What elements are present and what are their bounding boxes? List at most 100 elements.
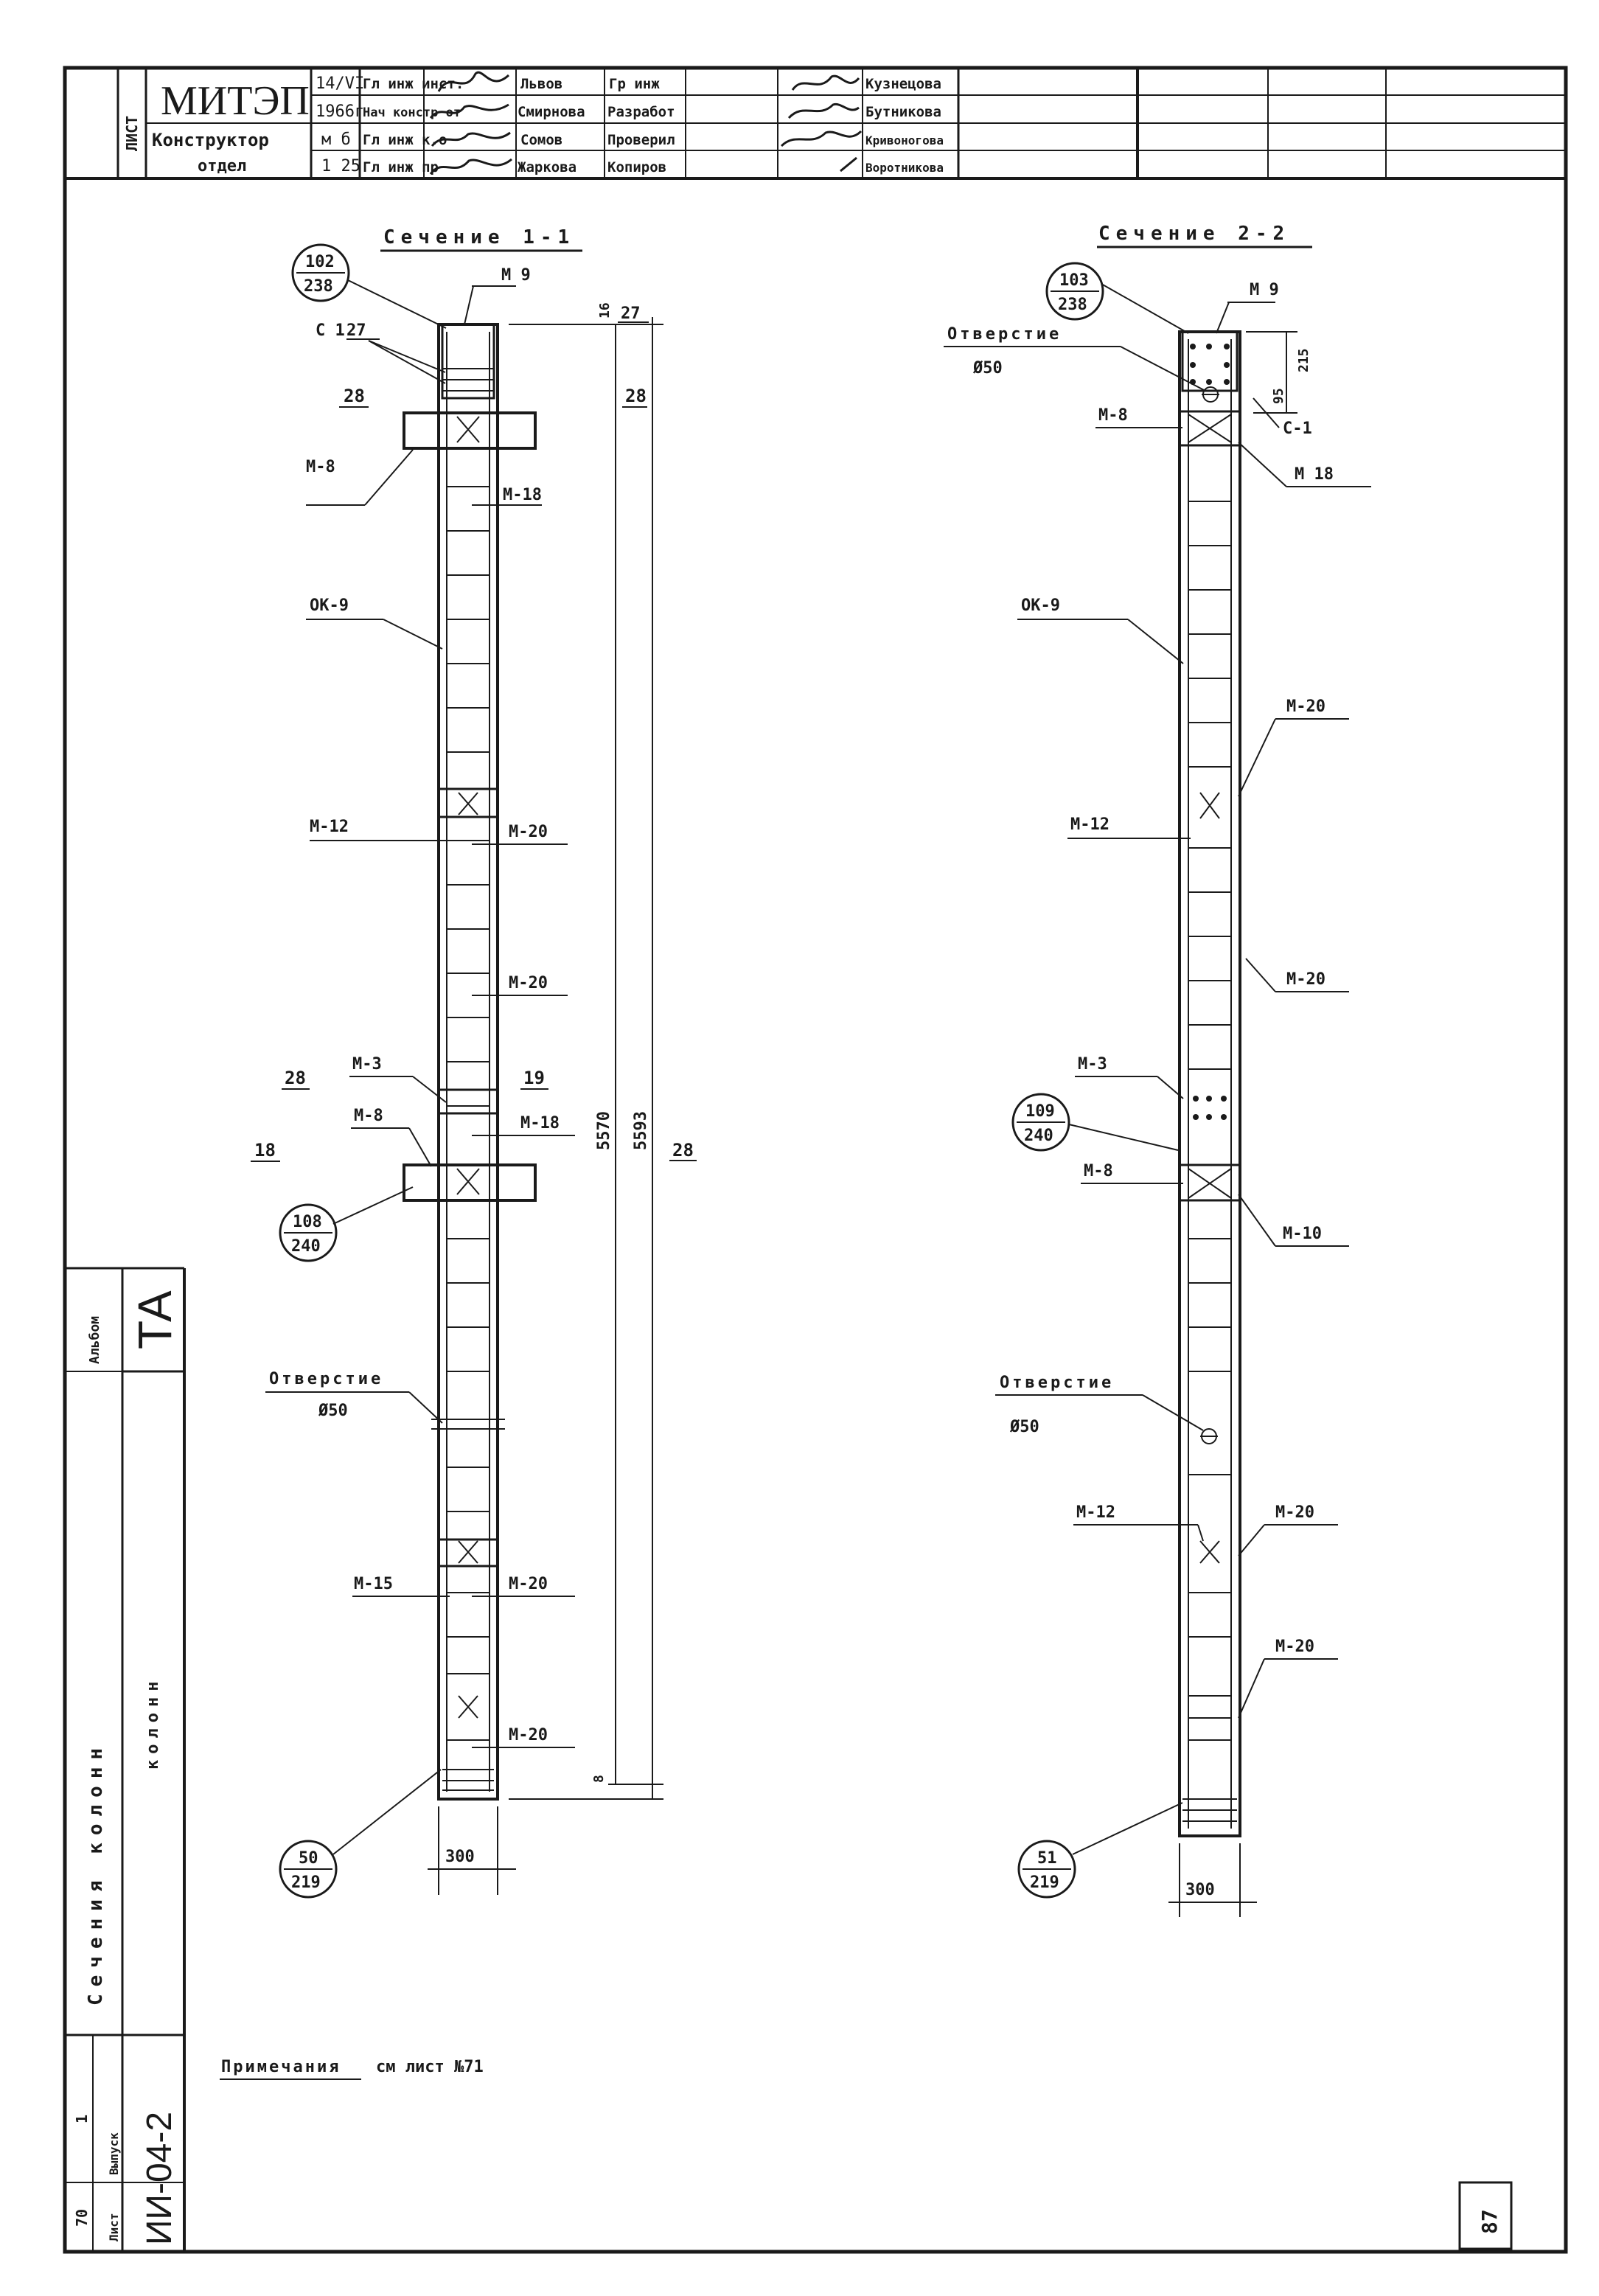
stirrups-2 [1188, 501, 1231, 1741]
s2-label-m12-b: М-12 [1076, 1503, 1115, 1522]
s2-label-m18: М 18 [1295, 465, 1334, 484]
label-s1: С 1 [316, 321, 345, 340]
doc-code: ИИ-04-2 [140, 2112, 179, 2245]
side-text2: колонн [144, 1676, 162, 1770]
org-name: МИТЭП [161, 78, 310, 124]
svg-text:109: 109 [1025, 1102, 1055, 1121]
section-2-2: Сечение 2-2 [944, 223, 1371, 1917]
role2-row3: Проверил [607, 132, 675, 148]
role-row4: Гл инж пр [363, 159, 439, 175]
title-side-label: ЛИСТ [123, 116, 141, 151]
callout-51-219: 51 219 [1017, 1802, 1183, 1899]
label-18: 18 [254, 1140, 276, 1161]
dim-8: 8 [591, 1775, 607, 1783]
label-m8-mid: М-8 [354, 1107, 383, 1125]
name-row2: Смирнова [518, 104, 585, 120]
svg-text:102: 102 [305, 253, 335, 271]
dim-16: 16 [597, 302, 613, 319]
label-m8-top: М-8 [306, 458, 335, 476]
svg-text:219: 219 [291, 1874, 321, 1892]
s2-label-m8-top: М-8 [1098, 406, 1128, 425]
s2-label-m3: М-3 [1078, 1055, 1107, 1074]
label-m15: М-15 [354, 1575, 393, 1593]
s2-label-m20-b: М-20 [1286, 970, 1325, 989]
svg-text:50: 50 [299, 1849, 318, 1868]
s2-label-m20-a: М-20 [1286, 698, 1325, 716]
name2-row2: Бутникова [865, 104, 941, 120]
svg-text:240: 240 [291, 1237, 321, 1256]
dim-28-right-top: 28 [625, 386, 647, 406]
dim-27: 27 [621, 305, 641, 323]
label-m18-mid: М-18 [520, 1114, 560, 1133]
dim-28-left-mid: 28 [285, 1068, 306, 1088]
dim-28-right-mid: 28 [672, 1140, 694, 1161]
console-top [403, 411, 537, 450]
label-27-left: 27 [346, 321, 366, 340]
album-label: Альбом [87, 1316, 102, 1364]
dim-95: 95 [1271, 388, 1286, 404]
svg-text:238: 238 [304, 277, 333, 296]
sheet-label: Лист [107, 2213, 121, 2241]
signatures [429, 71, 863, 175]
name2-row1: Кузнецова [865, 76, 941, 92]
dept-line2: отдел [198, 157, 246, 175]
sheet-border [63, 66, 1568, 2254]
label-19: 19 [523, 1068, 545, 1088]
side-text1: Сечения колонн [85, 1741, 107, 2005]
s2-label-ok9: ОК-9 [1021, 596, 1060, 615]
role-row2: Нач констр от [363, 105, 461, 120]
title-block: ЛИСТ МИТЭП Конструктор отдел 14/VI 1966г… [63, 66, 1566, 180]
label-m12: М-12 [310, 818, 349, 836]
dim-215: 215 [1296, 348, 1311, 372]
note-label: Примечания [221, 2058, 341, 2076]
label-hole-d: Ø50 [318, 1402, 348, 1420]
s2-label-m9: М 9 [1250, 281, 1279, 299]
name2-row4: Воротникова [865, 161, 944, 175]
date2: 1966г [316, 102, 364, 121]
label-m20-b: М-20 [509, 974, 548, 992]
s2-label-s1: С-1 [1283, 420, 1312, 438]
issue-no: 1 [73, 2115, 91, 2123]
label-ok9: ОК-9 [310, 596, 349, 615]
width-300-1: 300 [445, 1848, 475, 1866]
dim-28-left-top: 28 [344, 386, 365, 406]
note-text: см лист №71 [376, 2058, 484, 2076]
page-number: 87 [1477, 2209, 1502, 2234]
name-row1: Львов [520, 76, 562, 92]
issue-label: Выпуск [107, 2132, 121, 2175]
s2-label-hole: Отверстие [1000, 1374, 1114, 1392]
svg-text:238: 238 [1058, 296, 1087, 314]
s2-label-m10: М-10 [1283, 1225, 1322, 1243]
label-m20-d: М-20 [509, 1726, 548, 1744]
callout-50-219: 50 219 [279, 1769, 442, 1899]
s2-label-m8-mid: М-8 [1084, 1162, 1113, 1180]
page-number-box [1458, 2181, 1513, 2250]
label-m20-c: М-20 [509, 1575, 548, 1593]
dim-5570: 5570 [595, 1111, 613, 1150]
label-m3: М-3 [352, 1055, 382, 1074]
section1-title: Сечение 1-1 [383, 226, 575, 248]
stirrups-1 [447, 486, 490, 1741]
console-mid [403, 1163, 537, 1202]
stamp-ta: ТА [128, 1290, 181, 1349]
role2-row1: Гр инж [609, 76, 660, 92]
scale1: м б [321, 131, 351, 149]
s2-label-m12-a: М-12 [1070, 815, 1109, 834]
s2-label-hole-d: Ø50 [1009, 1418, 1039, 1436]
dept-line1: Конструктор [152, 130, 269, 150]
role-row1: Гл инж инст. [363, 76, 464, 92]
label-m9: М 9 [501, 266, 531, 285]
side-strip: ТА Альбом Сечения колонн колонн ИИ-04-2 … [63, 1267, 186, 2252]
callout-109-240: 109 240 [1011, 1093, 1179, 1152]
sheet-no: 70 [73, 2209, 91, 2227]
svg-text:103: 103 [1059, 271, 1089, 290]
role-row3: Гл инж к.о [363, 132, 447, 148]
s2-label-hole-top: Отверстие [947, 325, 1062, 344]
svg-text:219: 219 [1030, 1874, 1059, 1892]
label-m18-top: М-18 [503, 486, 542, 504]
name-row4: Жаркова [518, 159, 576, 175]
scale2: 1 25 [321, 157, 360, 175]
name-row3: Сомов [520, 132, 562, 148]
date1: 14/VI [316, 74, 364, 93]
